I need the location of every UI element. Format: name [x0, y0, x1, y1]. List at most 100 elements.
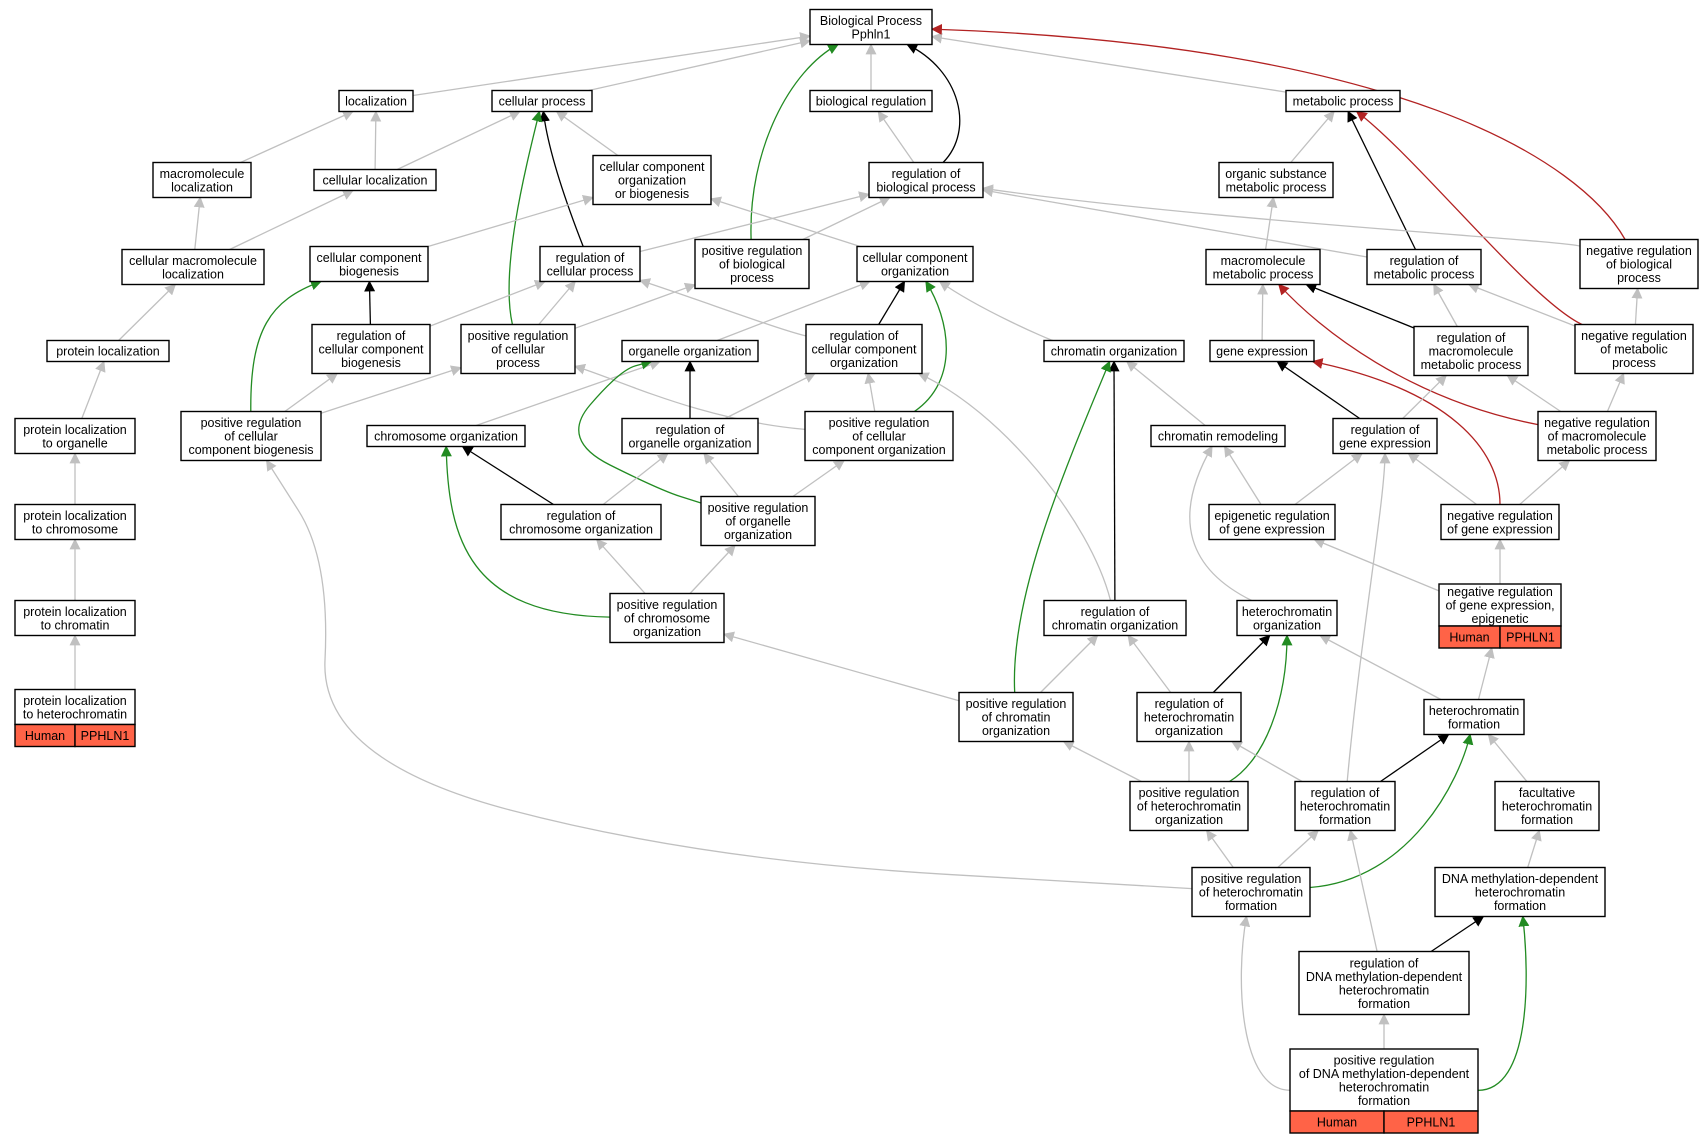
node-label-line: organic substance: [1225, 167, 1327, 181]
edge-nrge-to-rge: [1407, 452, 1477, 506]
node-label-line: formation: [1521, 813, 1573, 827]
node-label-line: regulation of: [892, 167, 961, 181]
node-label-line: organization: [830, 356, 898, 370]
edge-rdmhf-to-rhf: [1347, 829, 1378, 952]
edge-cco-to-ccob: [709, 196, 861, 248]
node-label-line: heterochromatin: [1300, 800, 1390, 814]
node-box: [1298, 950, 1470, 1016]
edge-proo-to-prcco: [792, 459, 845, 498]
node-label-line: metabolic process: [1547, 443, 1648, 457]
edge-loc-to-bp: [412, 32, 812, 97]
node-box: [700, 495, 816, 547]
annotation-tag-box: [74, 723, 136, 748]
node-dmhf[interactable]: DNA methylation-dependentheterochromatin…: [1434, 866, 1606, 918]
node-mp[interactable]: metabolic process: [1285, 89, 1401, 113]
node-ploc[interactable]: protein localization: [46, 339, 170, 363]
edge-rhf-to-rge: [1346, 452, 1391, 782]
node-label-line: regulation of: [1437, 331, 1506, 345]
node-oo[interactable]: organelle organization: [621, 339, 759, 363]
edge-prcco-to-rcco: [864, 372, 876, 412]
annotation-tag-box: [1499, 625, 1562, 649]
edge-ccb-to-ccob: [427, 195, 595, 248]
node-box: [1434, 866, 1606, 918]
edge-hf-to-nrgee: [1477, 646, 1495, 700]
node-box: [694, 238, 810, 290]
node-label-line: formation: [1358, 1094, 1410, 1108]
node-label-line: chromatin organization: [1052, 618, 1179, 632]
node-box: [14, 503, 136, 541]
node-label-line: organelle organization: [628, 345, 751, 359]
node-box: [121, 248, 265, 286]
node-label-line: regulation of: [1155, 697, 1224, 711]
node-box: [609, 592, 725, 644]
node-cr[interactable]: chromatin remodeling: [1150, 424, 1286, 448]
node-label-line: positive regulation: [1139, 786, 1240, 800]
node-label-line: heterochromatin: [1475, 886, 1565, 900]
node-label-line: formation: [1358, 997, 1410, 1011]
node-cloc[interactable]: cellular localization: [313, 168, 437, 192]
node-box: [1043, 339, 1185, 363]
edge-rco-to-co: [1108, 360, 1120, 601]
edge-rcco-to-rcp: [638, 278, 807, 337]
annotation-tag-label: PPHLN1: [1407, 1116, 1456, 1130]
node-box: [460, 323, 576, 375]
annotation-tag-label: PPHLN1: [81, 729, 130, 743]
node-ge[interactable]: gene expression: [1209, 339, 1315, 363]
node-br[interactable]: biological regulation: [809, 89, 933, 113]
edge-osmp-to-mp: [1290, 110, 1335, 163]
node-loc[interactable]: localization: [338, 89, 414, 113]
node-label-line: regulation of: [1350, 956, 1419, 970]
edge-prhf-to-prho: [1206, 829, 1234, 868]
node-label-line: regulation of: [1311, 786, 1380, 800]
node-chro[interactable]: chromosome organization: [366, 424, 526, 448]
node-cp[interactable]: cellular process: [491, 89, 593, 113]
node-co[interactable]: chromatin organization: [1043, 339, 1185, 363]
node-box: [14, 417, 136, 455]
node-label-line: negative regulation: [1447, 509, 1553, 523]
